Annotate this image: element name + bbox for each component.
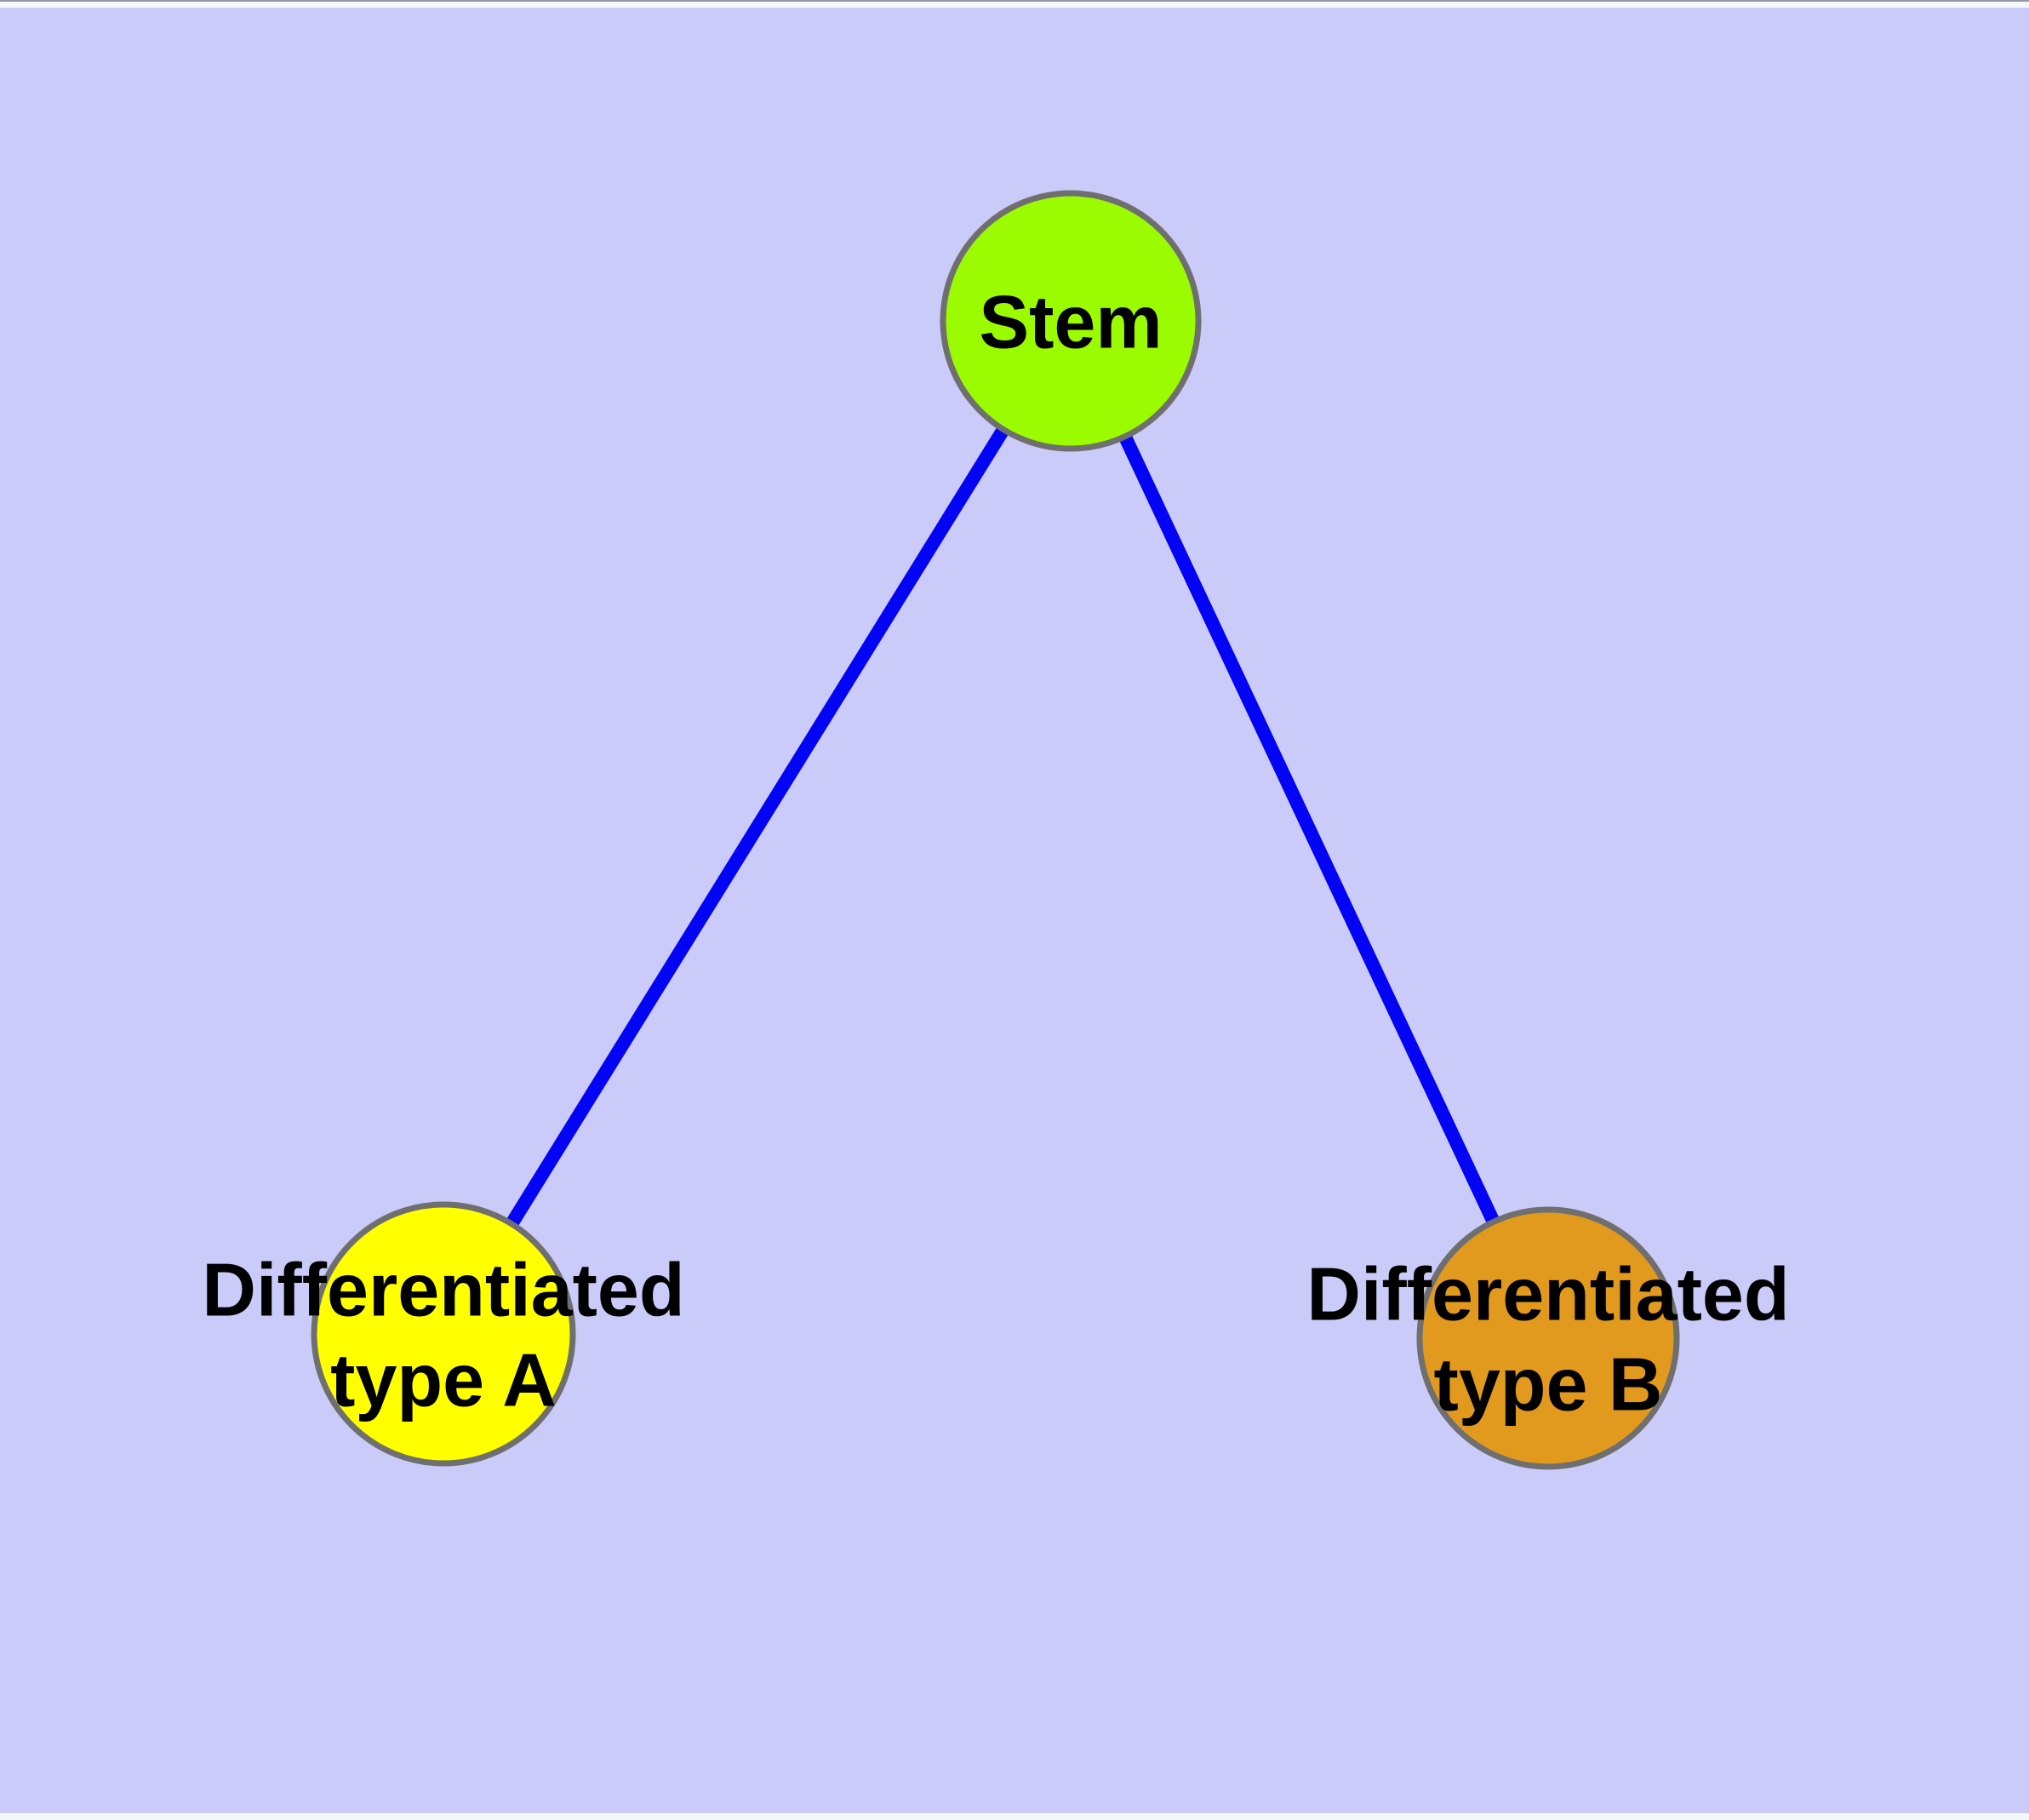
edge-stem-to-differentiated-type-b xyxy=(1064,318,1555,1342)
node-label-line: Differentiated xyxy=(1306,1252,1789,1336)
top-hairline xyxy=(0,0,2029,2)
node-label-line: Differentiated xyxy=(202,1248,684,1332)
node-label-line: type A xyxy=(330,1338,557,1422)
node-label-line: type B xyxy=(1434,1342,1663,1427)
node-label-line: Stem xyxy=(979,280,1162,364)
bottom-edge-strip xyxy=(0,1813,2029,1820)
node-label-stem: Stem xyxy=(979,280,1162,364)
node-differentiated-type-a xyxy=(311,1201,576,1467)
edge-stem-to-differentiated-type-a xyxy=(437,317,1077,1338)
node-stem xyxy=(940,190,1202,452)
node-differentiated-type-b xyxy=(1416,1206,1680,1470)
top-edge-strip xyxy=(0,2,2029,8)
